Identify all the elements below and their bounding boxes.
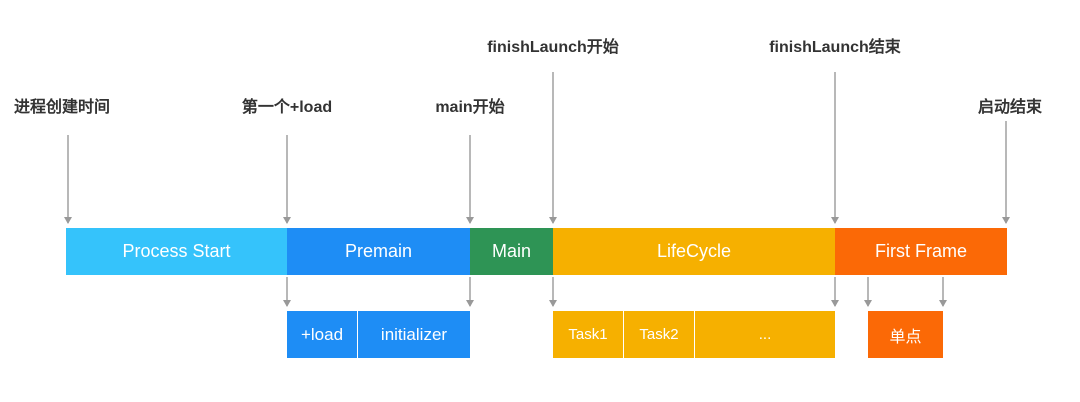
label-process-create: 进程创建时间 [14, 99, 111, 116]
phase-process-start-label: Process Start [122, 241, 231, 261]
sub-more: ... [695, 311, 835, 358]
phase-lifecycle-label: LifeCycle [656, 241, 732, 261]
label-finish-launch-start: finishLaunch开始 [487, 39, 619, 56]
sub-initializer-label: initializer [380, 324, 448, 344]
sub-divider [623, 311, 624, 358]
sub-single-point: 单点 [868, 311, 943, 358]
sub-task2: Task2 [624, 311, 694, 358]
phase-first-frame-label: First Frame [875, 241, 967, 261]
sub-load: +load [287, 311, 357, 358]
phase-main: Main [470, 228, 553, 275]
phase-premain-label: Premain [344, 241, 413, 261]
sub-task1-label: Task1 [568, 326, 608, 343]
sub-initializer: initializer [358, 311, 470, 358]
phase-first-frame: First Frame [835, 228, 1007, 275]
label-main-start: main开始 [435, 99, 505, 116]
phase-premain: Premain [287, 228, 470, 275]
sub-single-point-label: 单点 [889, 328, 922, 346]
sub-more-label: ... [758, 326, 772, 343]
sub-divider [357, 311, 358, 358]
sub-task1: Task1 [553, 311, 623, 358]
sub-divider [694, 311, 695, 358]
sub-load-label: +load [300, 324, 344, 344]
label-first-load: 第一个+load [241, 99, 333, 116]
label-finish-launch-end: finishLaunch结束 [769, 39, 901, 56]
phase-main-label: Main [491, 241, 531, 261]
phase-process-start: Process Start [66, 228, 287, 275]
phase-lifecycle: LifeCycle [553, 228, 835, 275]
label-launch-end: 启动结束 [977, 99, 1042, 116]
sub-task2-label: Task2 [639, 326, 679, 343]
